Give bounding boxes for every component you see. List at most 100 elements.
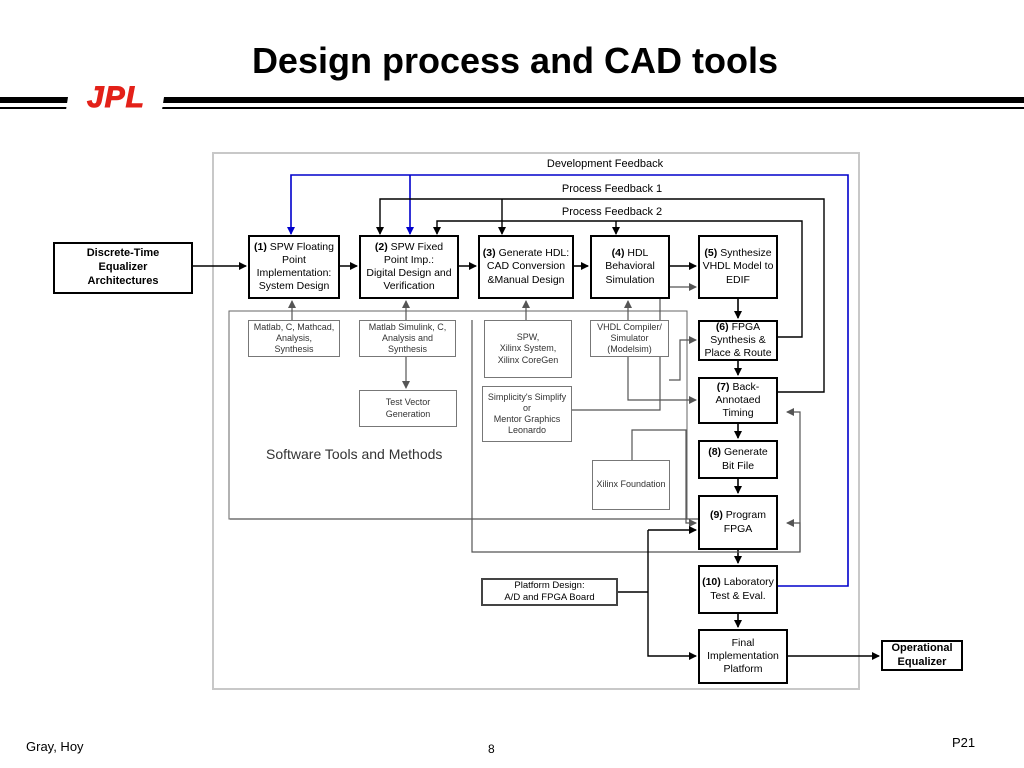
input-line-1: Discrete-Time: [86, 247, 160, 260]
step-9-program-fpga: (9) Program FPGA: [698, 495, 778, 550]
step-8-num: (8): [708, 446, 722, 459]
footer-slide-id: P21: [952, 735, 976, 750]
step-2-num: (2): [374, 240, 388, 253]
tool-test-vector-line-1: Test Vector: [385, 397, 431, 408]
platform-wires: [618, 526, 697, 660]
step-1-line-3: Implementation:: [256, 267, 332, 279]
step-5-first: Synthesize: [720, 247, 772, 260]
tool-spw-xilinx-line-1: SPW,: [516, 332, 540, 343]
step-4-num: (4): [611, 247, 625, 260]
process-feedback-1-wire: [376, 198, 825, 393]
step-2-first: SPW Fixed: [390, 240, 444, 253]
main-flow-wires: [193, 262, 880, 660]
step-1-line-4: System Design: [258, 280, 330, 293]
step-1-first: SPW Floating: [269, 240, 334, 253]
tool-xilinx-foundation: Xilinx Foundation: [592, 460, 670, 510]
step-3-line-2: CAD Conversion: [486, 260, 566, 273]
step-4-hdl-behavioral-simulation: (4) HDL Behavioral Simulation: [590, 235, 670, 299]
header-bar-top: [0, 97, 1024, 103]
step-4-line-3: Simulation: [605, 273, 655, 286]
tool-vhdl-compiler-line-1: VHDL Compiler/: [597, 321, 662, 332]
footer-author: Gray, Hoy: [26, 739, 84, 754]
step-5-synthesize-vhdl: (5) Synthesize VHDL Model to EDIF: [698, 235, 778, 299]
step-5-line-3: EDIF: [726, 273, 750, 286]
step-8-generate-bit-file: (8) Generate Bit File: [698, 440, 778, 479]
tool-spw-xilinx-line-2: Xilinx System,: [499, 343, 557, 354]
step-10-line-2: Test & Eval.: [710, 589, 766, 602]
final-platform-line-3: Platform: [723, 663, 763, 676]
step-4-first: HDL: [627, 247, 649, 260]
step-3-num: (3): [482, 247, 496, 260]
step-6-line-2: Synthesis &: [710, 333, 766, 346]
process-feedback-2-wire: [433, 220, 803, 338]
tool-simplicity-line-3: Mentor Graphics: [493, 414, 561, 424]
tool-spw-xilinx-line-3: Xilinx CoreGen: [497, 354, 559, 365]
tool-matlab-mathcad-line-1: Matlab, C, Mathcad,: [253, 321, 335, 332]
platform-design-box: Platform Design: A/D and FPGA Board: [481, 578, 618, 606]
tool-matlab-simulink: Matlab Simulink, C, Analysis and Synthes…: [359, 320, 456, 357]
output-line-1: Operational: [891, 641, 953, 654]
platform-design-line-1: Platform Design:: [514, 580, 585, 592]
step-4-line-2: Behavioral: [605, 260, 655, 273]
header-bar-bottom: [0, 107, 1024, 109]
tool-simplicity-line-1: Simplicity's Simplify: [487, 391, 567, 402]
step-1-spw-floating-point: (1) SPW Floating Point Implementation: S…: [248, 235, 340, 299]
tool-matlab-simulink-line-3: Synthesis: [387, 344, 428, 355]
step-9-line-2: FPGA: [723, 522, 753, 535]
step-3-line-3: &Manual Design: [487, 273, 565, 286]
slide-title: Design process and CAD tools: [251, 40, 779, 81]
final-platform-line-2: Implementation: [707, 649, 779, 662]
platform-design-line-2: A/D and FPGA Board: [504, 592, 595, 603]
label-process-feedback-2: Process Feedback 2: [561, 206, 663, 218]
step-7-back-annotated-timing: (7) Back- Annotaed Timing: [698, 377, 778, 424]
tool-test-vector-line-2: Generation: [385, 408, 431, 419]
tool-xilinx-foundation-line-1: Xilinx Foundation: [596, 479, 666, 490]
step-7-num: (7): [716, 380, 730, 393]
tool-simplicity-line-4: Leonardo: [507, 425, 547, 436]
step-3-generate-hdl: (3) Generate HDL: CAD Conversion &Manual…: [478, 235, 574, 299]
jpl-logo-text: JPL: [87, 81, 145, 114]
step-7-first: Back-: [732, 380, 760, 393]
input-line-3: Architectures: [87, 274, 159, 287]
tool-matlab-mathcad-line-2: Analysis,: [275, 332, 312, 343]
step-5-line-2: VHDL Model to: [702, 260, 774, 273]
label-software-tools: Software Tools and Methods: [266, 446, 443, 462]
tool-wires: [230, 283, 801, 553]
footer-page-number: 8: [488, 742, 495, 756]
step-6-fpga-synthesis: (6) FPGA Synthesis & Place & Route: [698, 320, 778, 361]
step-2-spw-fixed-point: (2) SPW Fixed Point Imp.: Digital Design…: [359, 235, 459, 299]
label-process-feedback-1: Process Feedback 1: [561, 183, 663, 195]
step-7-line-3: Timing: [722, 407, 754, 420]
step-2-line-2: Point Imp.:: [383, 253, 435, 266]
step-10-num: (10): [702, 576, 721, 589]
tool-simplicity-leonardo: Simplicity's Simplify or Mentor Graphics…: [482, 386, 572, 442]
jpl-logo: JPL: [62, 80, 170, 115]
step-1-line-2: Point: [282, 253, 306, 266]
final-platform-line-1: Final: [731, 636, 755, 649]
tool-vhdl-compiler: VHDL Compiler/ Simulator (Modelsim): [590, 320, 669, 357]
step-10-first: Laboratory: [723, 576, 774, 589]
step-6-first: FPGA: [731, 320, 761, 333]
output-line-2: Equalizer: [897, 655, 947, 668]
tool-matlab-simulink-line-1: Matlab Simulink, C,: [368, 321, 447, 332]
step-5-num: (5): [704, 247, 718, 260]
tool-spw-xilinx: SPW, Xilinx System, Xilinx CoreGen: [484, 320, 572, 378]
input-line-2: Equalizer: [98, 261, 148, 274]
step-1-num: (1): [254, 240, 267, 253]
step-2-line-3: Digital Design and: [366, 267, 452, 279]
tool-simplicity-line-2: or: [522, 402, 531, 413]
tool-matlab-mathcad-line-3: Synthesis: [274, 344, 314, 355]
development-feedback-wire: [287, 174, 849, 587]
tool-vhdl-compiler-line-2: Simulator: [610, 332, 649, 343]
input-discrete-time-equalizer: Discrete-Time Equalizer Architectures: [53, 242, 193, 294]
step-8-line-2: Bit File: [721, 459, 755, 472]
step-3-first: Generate HDL:: [498, 247, 570, 260]
tool-matlab-simulink-line-2: Analysis and: [381, 332, 434, 343]
tool-test-vector-generation: Test Vector Generation: [359, 390, 457, 427]
step-7-line-2: Annotaed: [715, 393, 761, 406]
step-6-line-3: Place & Route: [704, 347, 772, 360]
tool-vhdl-compiler-line-3: (Modelsim): [607, 344, 652, 355]
step-8-first: Generate: [723, 446, 768, 459]
step-6-num: (6): [715, 320, 729, 333]
